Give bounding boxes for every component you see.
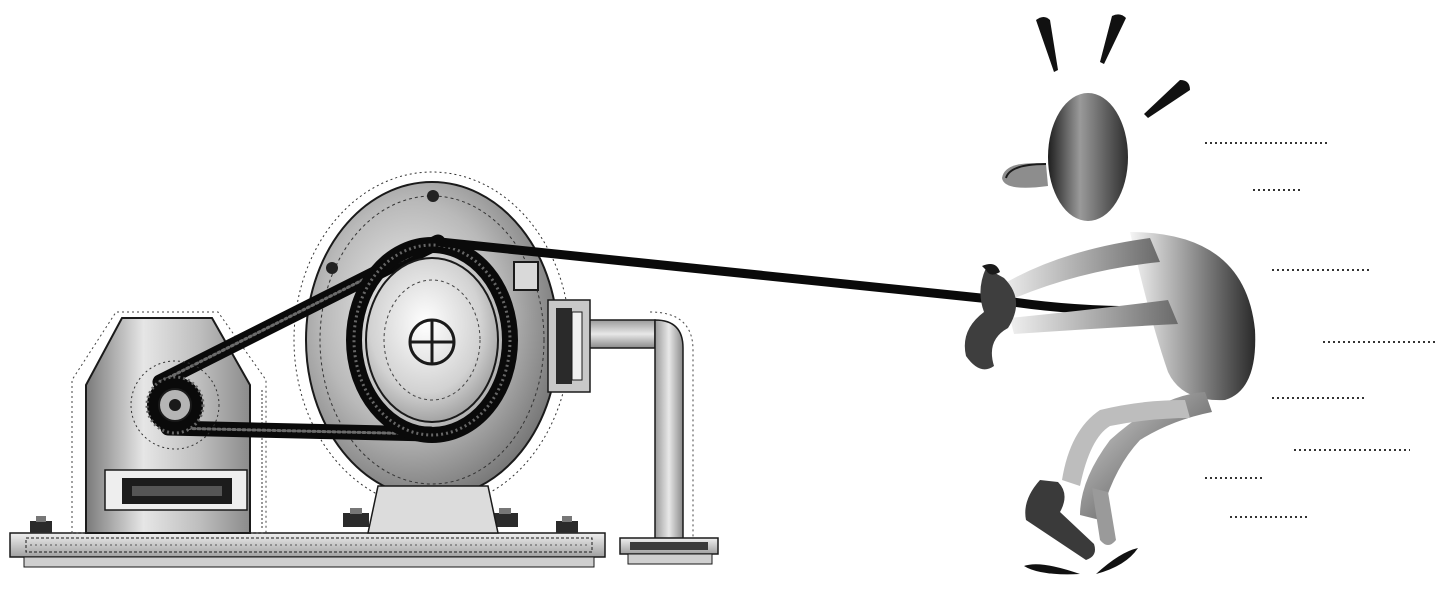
figure-arms (964, 238, 1178, 370)
surprise-strokes (1036, 14, 1190, 118)
impact-marks (1024, 548, 1138, 575)
small-pulley (130, 360, 220, 450)
side-flange (547, 299, 591, 393)
figure-legs (1025, 392, 1212, 560)
figure-pulling-belt (964, 14, 1438, 575)
wheel-pedestal (367, 485, 499, 534)
figure-head (1002, 93, 1128, 221)
figure-torso (1130, 232, 1256, 401)
belt-driven-machine (9, 171, 1250, 568)
base-bolts (30, 508, 578, 533)
motion-lines (1205, 142, 1438, 518)
base-plate (9, 532, 606, 568)
outlet-pipe (584, 311, 719, 565)
large-pulley (346, 237, 518, 443)
